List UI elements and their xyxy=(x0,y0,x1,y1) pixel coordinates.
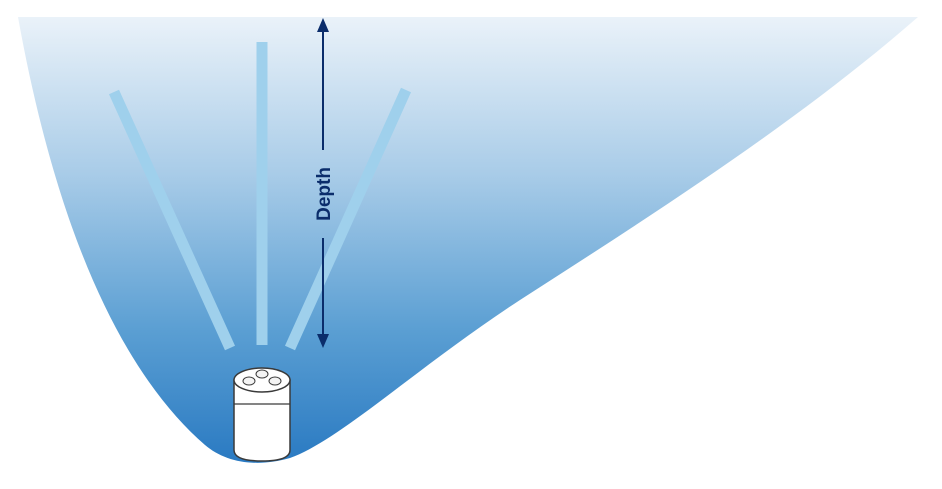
beam-left xyxy=(108,89,236,351)
transducer-left-icon xyxy=(242,376,256,386)
arrow-down-icon xyxy=(317,334,329,348)
depth-label: Depth xyxy=(314,167,335,221)
arrow-up-icon xyxy=(317,18,329,32)
device-top xyxy=(233,367,291,393)
transducer-right-icon xyxy=(268,376,282,386)
device-body xyxy=(233,379,291,462)
water-basin xyxy=(18,17,918,463)
acoustic-sensor-device xyxy=(233,367,291,462)
beam-right xyxy=(284,87,412,351)
transducer-center-icon xyxy=(255,369,269,379)
depth-arrow: Depth xyxy=(314,18,335,348)
acoustic-beams xyxy=(108,42,412,351)
